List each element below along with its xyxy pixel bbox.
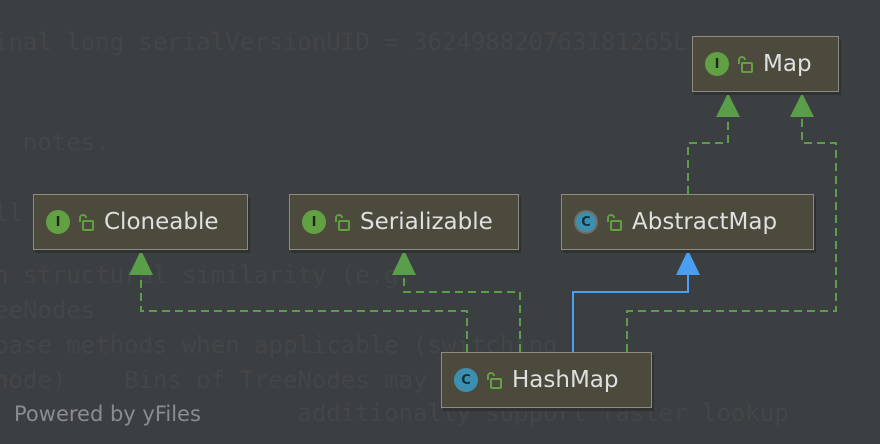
yfiles-watermark: Powered by yFiles <box>14 402 201 426</box>
unlocked-icon <box>607 214 622 231</box>
class-icon: C <box>454 368 478 392</box>
arrowhead-map-left <box>716 93 740 117</box>
node-label: HashMap <box>512 367 619 393</box>
node-hashmap[interactable]: C HashMap <box>441 352 652 408</box>
arrowhead-abstractmap <box>676 250 700 275</box>
unlocked-icon <box>738 56 753 73</box>
node-label: Cloneable <box>104 209 219 235</box>
node-abstractmap[interactable]: C AbstractMap <box>561 194 814 250</box>
node-label: Serializable <box>360 209 493 235</box>
edge-hashmap-abstractmap <box>572 274 689 352</box>
edge-hashmap-serializable <box>403 274 521 352</box>
edge-hashmap-map <box>626 116 837 352</box>
unlocked-icon <box>487 372 502 389</box>
node-label: AbstractMap <box>632 209 778 235</box>
edge-abstractmap-map <box>687 116 729 194</box>
node-map[interactable]: I Map <box>692 36 839 92</box>
edge-hashmap-cloneable <box>140 274 468 352</box>
node-cloneable[interactable]: I Cloneable <box>33 194 248 250</box>
arrowhead-cloneable <box>129 250 153 275</box>
node-label: Map <box>763 51 812 77</box>
unlocked-icon <box>79 214 94 231</box>
arrowhead-serializable <box>392 250 416 275</box>
abstract-class-icon: C <box>574 210 598 234</box>
interface-icon: I <box>46 210 70 234</box>
arrowhead-map-right <box>790 93 814 117</box>
node-serializable[interactable]: I Serializable <box>289 194 519 250</box>
unlocked-icon <box>335 214 350 231</box>
interface-icon: I <box>705 52 729 76</box>
interface-icon: I <box>302 210 326 234</box>
